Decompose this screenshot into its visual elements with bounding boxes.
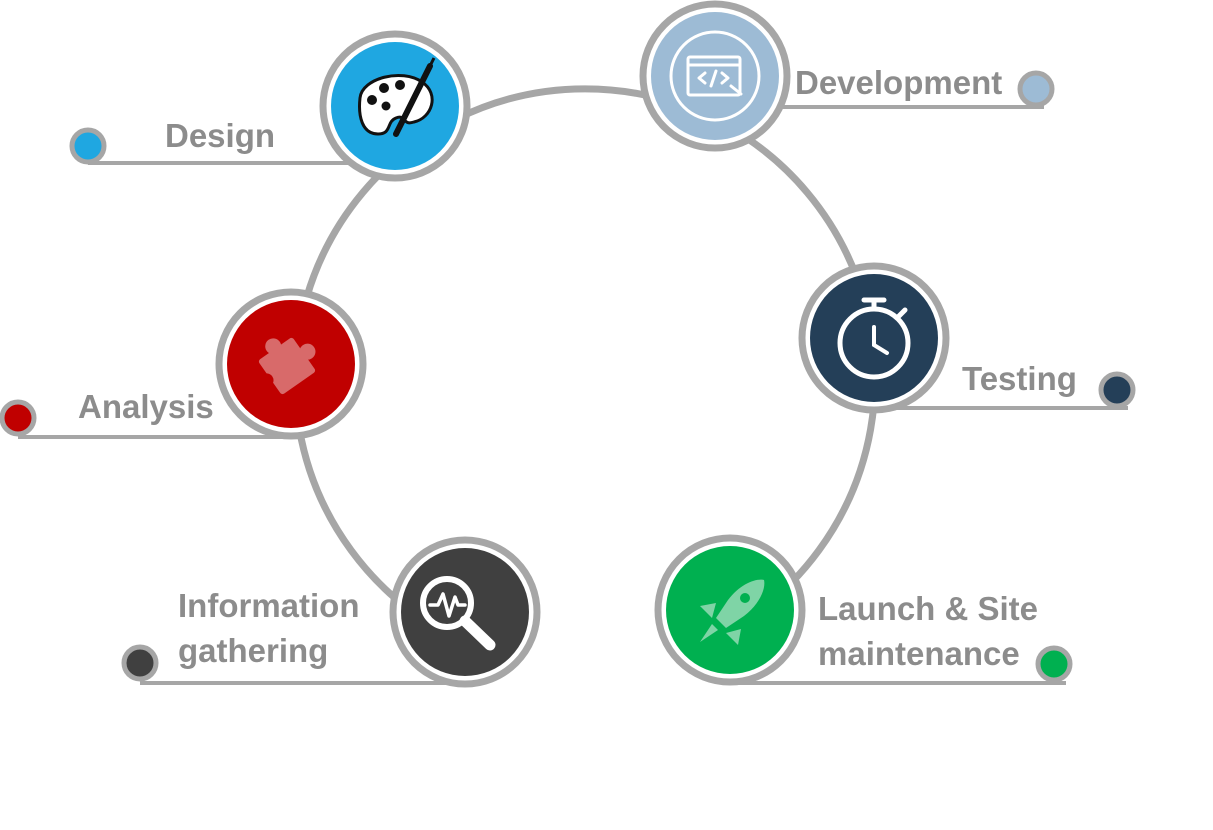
stage-analysis	[215, 288, 367, 440]
leader-dot-analysis	[0, 399, 37, 437]
label-launch-line1: Launch & Site	[818, 590, 1038, 627]
stage-design	[319, 30, 471, 182]
code-window-icon	[686, 55, 743, 97]
label-information-gathering-line2: gathering	[178, 632, 328, 669]
leader-dot-testing	[1098, 371, 1136, 409]
leader-dot-development	[1017, 70, 1055, 108]
label-testing: Testing	[962, 360, 1077, 397]
label-launch-line2: maintenance	[818, 635, 1020, 672]
stage-launch	[654, 534, 806, 686]
stage-testing	[798, 262, 950, 414]
puzzle-icon	[258, 337, 316, 395]
label-information-gathering-line1: Information	[178, 587, 359, 624]
development-inner-ring	[669, 30, 761, 122]
stage-circle-information-gathering	[401, 548, 529, 676]
stopwatch-icon	[837, 297, 911, 380]
stage-information-gathering	[389, 536, 541, 688]
magnifier-pulse-icon	[420, 576, 496, 651]
label-development: Development	[795, 64, 1002, 101]
palette-icon	[358, 57, 436, 137]
leaders	[0, 70, 1136, 685]
leader-dot-information-gathering	[121, 644, 159, 682]
labels: Information gathering Analysis Design De…	[78, 64, 1077, 672]
label-analysis: Analysis	[78, 388, 214, 425]
stage-development	[639, 0, 791, 152]
leader-dot-design	[69, 127, 107, 165]
leader-dot-launch	[1035, 645, 1073, 683]
label-design: Design	[165, 117, 275, 154]
rocket-icon	[700, 579, 765, 645]
